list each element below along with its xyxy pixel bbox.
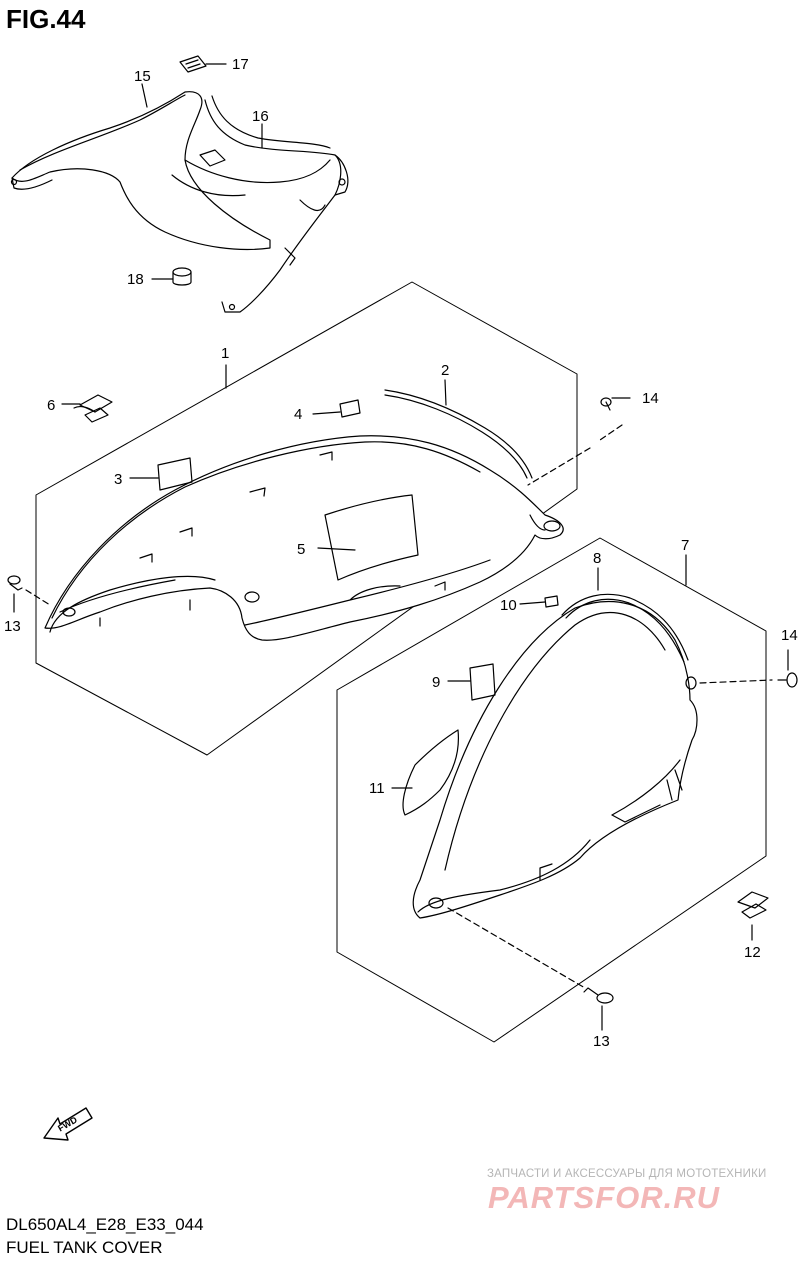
part-3-label (129, 457, 193, 491)
callout-9: 9 (432, 674, 440, 691)
callout-2: 2 (441, 362, 449, 379)
part-5-decal (317, 494, 419, 581)
watermark-text: ЗАПЧАСТИ И АКСЕССУАРЫ ДЛЯ МОТОТЕХНИКИ (487, 1168, 767, 1180)
callout-15: 15 (134, 68, 151, 85)
part-12-emblem (737, 891, 769, 941)
part-6-emblem (61, 394, 113, 423)
callout-13: 13 (4, 618, 21, 635)
callout-3: 3 (114, 471, 122, 488)
part-14-screw-right (699, 649, 798, 688)
callout-1: 1 (221, 345, 229, 362)
callout-4: 4 (294, 406, 302, 423)
part-17-small-emblem (179, 55, 227, 73)
part-11-decal (391, 729, 460, 816)
part-10-label (519, 595, 559, 608)
figure-name: FUEL TANK COVER (6, 1238, 163, 1257)
callout-14: 14 (781, 627, 798, 644)
callout-8: 8 (593, 550, 601, 567)
watermark-logo: PARTSFOR.RU (488, 1180, 721, 1215)
part-1-left-tank-cover (44, 435, 564, 641)
figure-code: DL650AL4_E28_E33_044 (6, 1215, 204, 1234)
part-15-center-cover (10, 91, 349, 313)
part-4-label (312, 399, 361, 418)
callout-16: 16 (252, 108, 269, 125)
callout-13: 13 (593, 1033, 610, 1050)
part-2-trim-strip (384, 379, 533, 479)
callout-17: 17 (232, 56, 249, 73)
callout-12: 12 (744, 944, 761, 961)
part-7-group-outline (336, 537, 767, 1043)
figure-title: FIG.44 (6, 4, 86, 34)
part-8-trim-strip (561, 567, 689, 663)
callout-14: 14 (642, 390, 659, 407)
fwd-arrow (43, 1107, 93, 1141)
part-7-right-tank-cover (412, 601, 698, 919)
callout-5: 5 (297, 541, 305, 558)
part-9-label (447, 663, 496, 701)
callout-7: 7 (681, 537, 689, 554)
callout-11: 11 (369, 780, 385, 797)
part-1-group-outline (35, 281, 578, 756)
callout-10: 10 (500, 597, 517, 614)
callout-6: 6 (47, 397, 55, 414)
part-13-screw-bottom (447, 907, 614, 1031)
callout-18: 18 (127, 271, 144, 288)
part-14-screw-upper (527, 397, 631, 486)
part-18-grommet (151, 267, 192, 286)
part-13-screw-left (7, 575, 51, 613)
